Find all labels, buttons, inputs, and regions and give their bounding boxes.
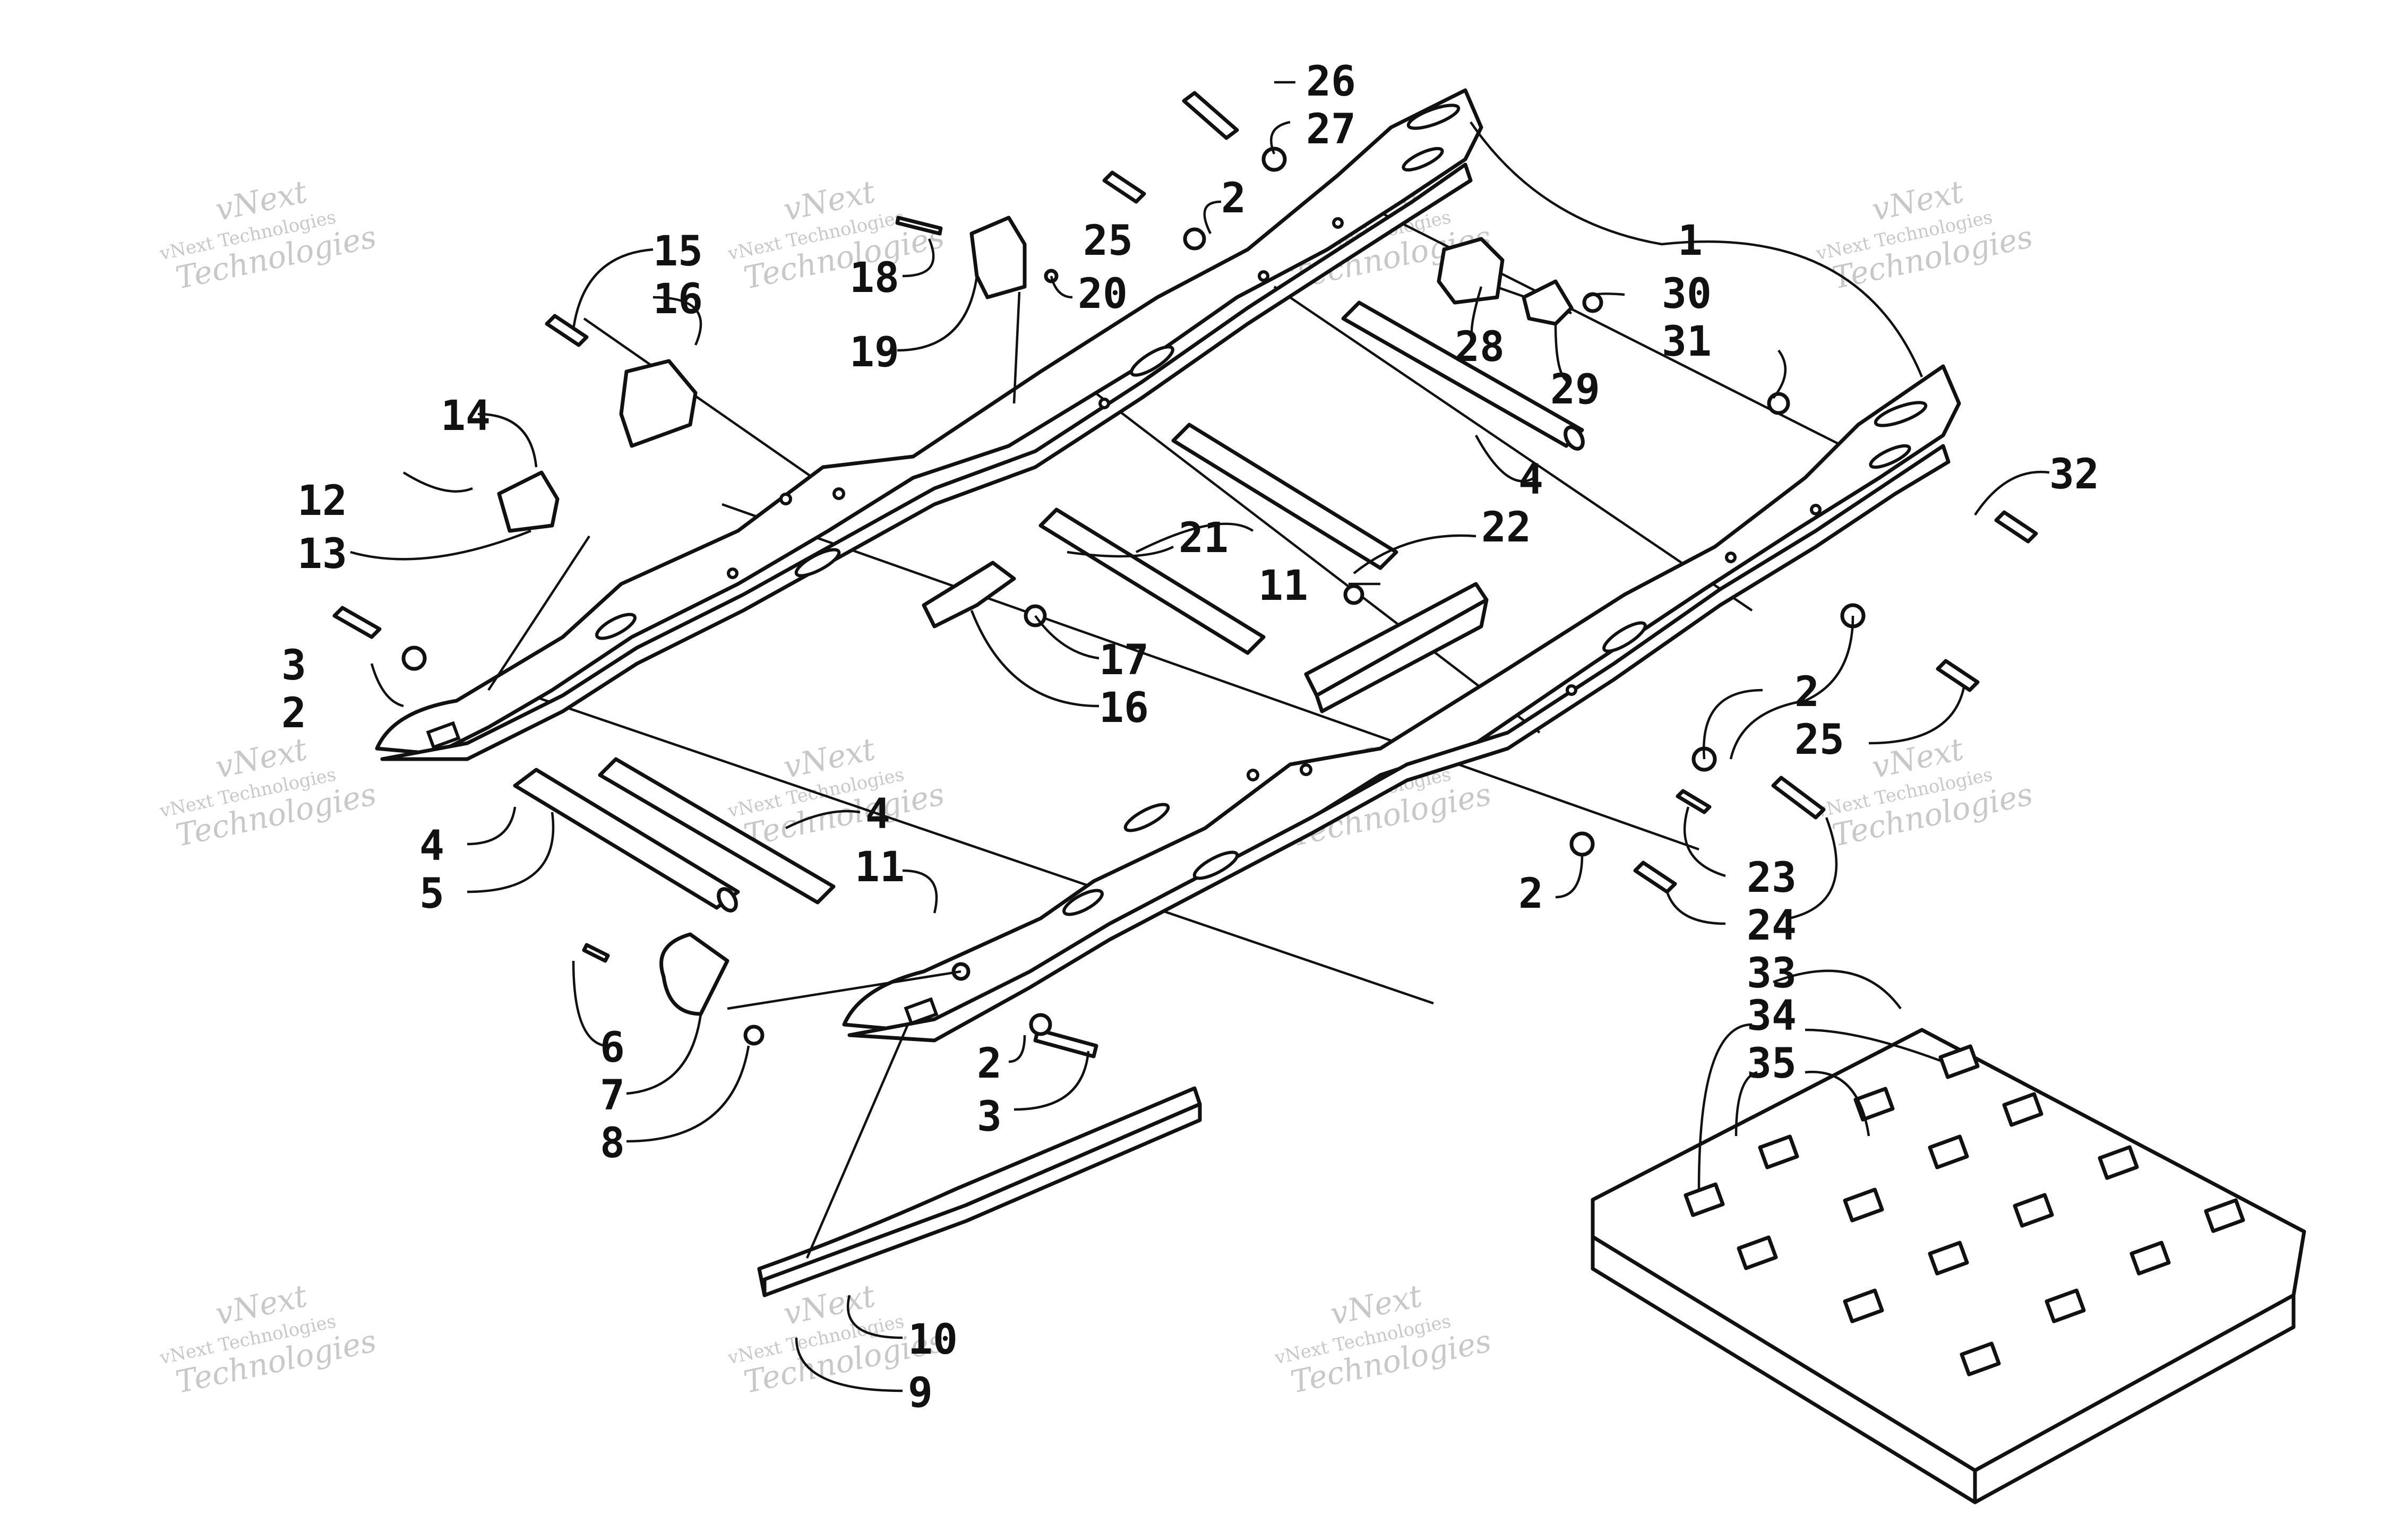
callout-12: 12 <box>297 477 347 525</box>
callout-31: 31 <box>1662 318 1712 366</box>
callout-7: 7 <box>600 1072 625 1120</box>
callout-14: 14 <box>441 392 491 440</box>
callout-4: 4 <box>419 822 444 870</box>
callout-2: 2 <box>281 690 306 737</box>
callout-22: 22 <box>1481 504 1531 552</box>
callout-11: 11 <box>1258 562 1308 610</box>
callout-13: 13 <box>297 530 347 578</box>
callout-6: 6 <box>600 1024 625 1072</box>
callout-28: 28 <box>1455 323 1505 371</box>
callout-35: 35 <box>1747 1040 1797 1088</box>
callout-20: 20 <box>1078 270 1128 318</box>
callout-leaders <box>350 81 2050 1392</box>
assembly-lines <box>530 190 1886 1005</box>
track-section <box>1591 1028 2306 1504</box>
callout-30: 30 <box>1662 270 1712 318</box>
callout-26: 26 <box>1306 58 1356 106</box>
callout-2: 2 <box>1518 870 1543 918</box>
callout-33: 33 <box>1747 950 1797 997</box>
callout-15: 15 <box>653 228 703 276</box>
callout-3: 3 <box>281 642 306 690</box>
cross-shafts <box>513 300 1585 913</box>
callout-24: 24 <box>1747 902 1797 950</box>
left-slide-rail <box>375 88 1483 761</box>
callout-21: 21 <box>1179 514 1229 562</box>
callout-25: 25 <box>1794 716 1844 764</box>
callout-10: 10 <box>908 1316 958 1364</box>
callout-16: 16 <box>1099 684 1149 732</box>
part-22-bracket <box>1304 582 1489 713</box>
callout-11: 11 <box>855 844 905 891</box>
callout-8: 8 <box>600 1120 625 1167</box>
callout-3: 3 <box>977 1093 1002 1141</box>
callout-16: 16 <box>653 276 703 323</box>
callout-numbers: 1 2 2 2 2 2 3 3 4 4 4 5 6 7 8 9 10 11 11… <box>281 58 2099 1417</box>
callout-34: 34 <box>1747 992 1797 1040</box>
track-lugs <box>1684 1044 2245 1376</box>
callout-9: 9 <box>908 1369 933 1417</box>
callout-5: 5 <box>419 870 444 918</box>
callout-4: 4 <box>1518 456 1543 504</box>
part-10-wear-strip <box>757 1086 1202 1297</box>
bumpers <box>497 216 1574 1016</box>
callout-4: 4 <box>865 790 890 838</box>
callout-1: 1 <box>1678 217 1703 265</box>
callout-17: 17 <box>1099 636 1149 684</box>
callout-25: 25 <box>1083 217 1133 265</box>
right-slide-rail <box>842 364 1961 1043</box>
callout-2: 2 <box>977 1040 1002 1088</box>
callout-2: 2 <box>1794 668 1819 716</box>
callout-23: 23 <box>1747 854 1797 902</box>
callout-2: 2 <box>1221 175 1246 222</box>
callout-32: 32 <box>2049 451 2099 498</box>
callout-18: 18 <box>849 254 899 302</box>
callout-19: 19 <box>849 329 899 376</box>
callout-27: 27 <box>1306 106 1356 153</box>
callout-29: 29 <box>1550 366 1600 414</box>
